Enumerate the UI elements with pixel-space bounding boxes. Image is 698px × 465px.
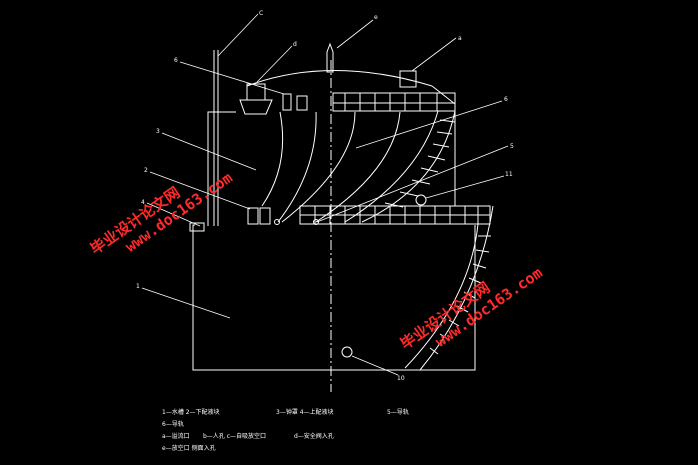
fixture-d-funnel bbox=[239, 99, 273, 115]
callout-one: 1 bbox=[136, 283, 140, 290]
spiral-rail-inner bbox=[361, 110, 456, 223]
bell-jar-dome bbox=[246, 70, 433, 87]
lower-fixture-1 bbox=[247, 207, 259, 225]
lower-fixture-2 bbox=[259, 207, 271, 225]
guide-curve-3 bbox=[315, 111, 401, 223]
legend-row3-c: d—安全阀入孔 bbox=[294, 432, 334, 440]
callout-c: C bbox=[259, 10, 263, 17]
rail-pivot-mid bbox=[313, 219, 319, 225]
callout-six: 6 bbox=[504, 96, 508, 103]
dome-right-drop bbox=[431, 85, 456, 105]
fixture-small-1 bbox=[282, 93, 292, 111]
fixture-small-2 bbox=[296, 95, 308, 111]
legend-row1-a: 1—水槽 2—下配液块 bbox=[162, 408, 220, 416]
lower-band-rungs bbox=[314, 206, 479, 224]
guide-curve-2 bbox=[281, 111, 356, 223]
bell-jar-left-wall bbox=[207, 111, 236, 226]
manhole-10 bbox=[341, 346, 353, 358]
legend-row3-b: b—人孔 c—自吸放空口 bbox=[203, 432, 266, 440]
callout-two: 2 bbox=[144, 167, 148, 174]
legend-row1-c: 5—导轨 bbox=[387, 408, 409, 416]
legend-row3-a: a—溢流口 bbox=[162, 432, 190, 440]
fixture-b-box bbox=[399, 70, 417, 88]
callout-four: 4 bbox=[141, 199, 145, 206]
legend-row1-b: 3—钟罩 4—上配液块 bbox=[276, 408, 334, 416]
upper-frame-rungs bbox=[344, 93, 438, 111]
guide-curve-left bbox=[261, 111, 284, 207]
leader-lines bbox=[141, 13, 509, 376]
tank-top-flange bbox=[189, 222, 205, 232]
tank-spiral-rungs bbox=[429, 235, 491, 355]
callout-three: 3 bbox=[156, 128, 160, 135]
callout-e: e bbox=[374, 14, 378, 21]
callout-five: 5 bbox=[510, 143, 514, 150]
legend-row4: e—放空口 侧面入孔 bbox=[162, 444, 216, 452]
vent-e bbox=[326, 42, 334, 73]
legend: 1—水槽 2—下配液块 3—钟罩 4—上配液块 5—导轨 6—导轨 a—溢流口 … bbox=[162, 408, 409, 452]
callout-labels: C d e 6 a 6 3 2 4 5 11 1 10 bbox=[136, 10, 514, 382]
callout-d: d bbox=[293, 41, 297, 48]
legend-row2: 6—导轨 bbox=[162, 420, 184, 428]
callout-ten: 10 bbox=[397, 375, 405, 382]
manhole-11 bbox=[415, 194, 427, 206]
tank-spiral-inner bbox=[404, 223, 479, 369]
upper-frame bbox=[332, 92, 456, 112]
rail-pivot-left bbox=[274, 219, 280, 225]
callout-six-top: 6 bbox=[174, 57, 178, 64]
spiral-rail-outer bbox=[344, 110, 439, 223]
callout-a: a bbox=[458, 35, 462, 42]
callout-eleven: 11 bbox=[505, 171, 513, 178]
guide-curve-1 bbox=[277, 111, 317, 223]
water-tank-outline bbox=[192, 224, 476, 371]
